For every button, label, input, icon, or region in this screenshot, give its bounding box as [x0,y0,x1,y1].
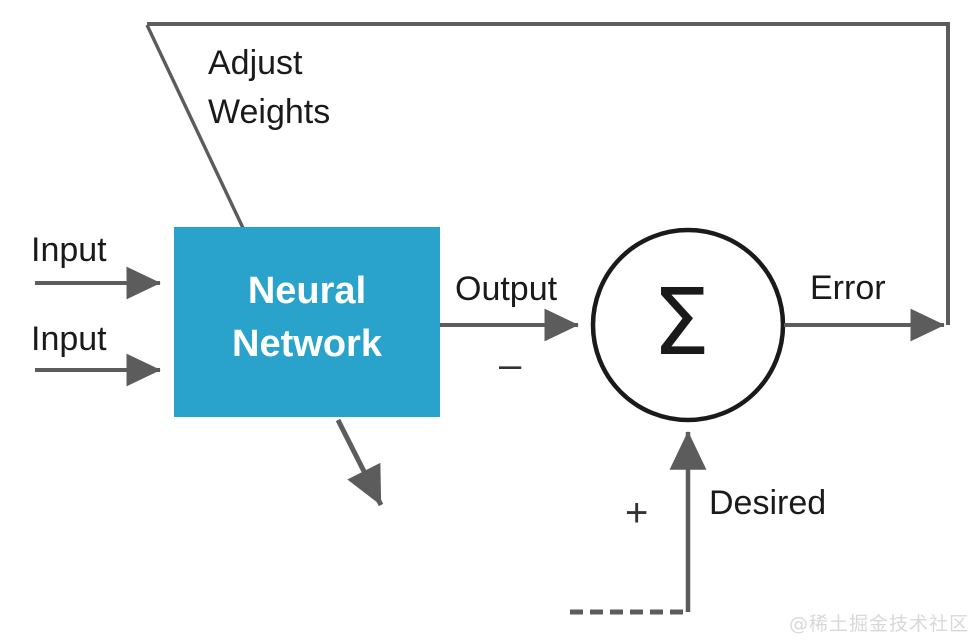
desired-label: Desired [709,484,827,522]
neural-network-box [174,227,440,417]
plus-sign-label: + [625,491,649,535]
watermark-text: @稀土掘金技术社区 [789,613,970,635]
box-output-diagonal-arrow [335,418,384,507]
summation-symbol: Σ [652,269,711,376]
summation-circle [590,227,786,423]
error-label: Error [810,269,886,307]
adjust-weights-label-line2: Weights [208,93,331,131]
neural-network-box-label-line1: Neural [247,270,367,312]
neural-network-box-label-line2: Network [232,323,382,365]
output-label: Output [455,270,558,308]
input-label-bottom: Input [31,320,107,358]
input-label-top: Input [31,231,107,269]
minus-sign-label: – [499,343,522,387]
feedback-loop-path [147,22,950,325]
adjust-weights-connector [145,24,245,229]
adjust-weights-label-line1: Adjust [208,44,303,82]
